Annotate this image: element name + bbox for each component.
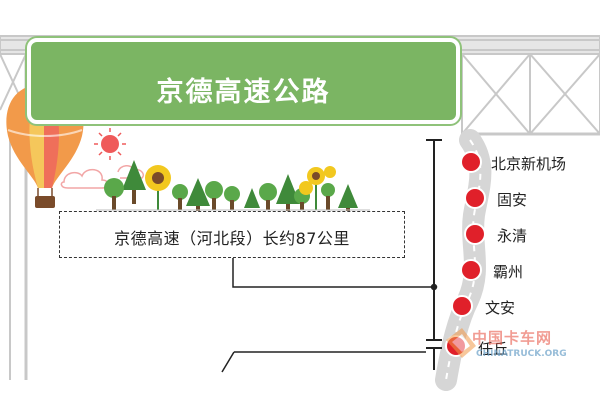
- station-label-yongqing: 永清: [497, 227, 528, 245]
- section-length-label: 京德高速（河北段）长约87公里: [114, 229, 350, 248]
- station-label-bazhou: 霸州: [493, 263, 524, 281]
- trees-decoration: [104, 160, 358, 212]
- highway-sign: 京德高速公路: [27, 38, 460, 124]
- station-dot-yongqing: [464, 223, 486, 245]
- watermark-text: 中国卡车网: [472, 329, 553, 347]
- station-dot-guan: [464, 187, 486, 209]
- leader-lines: [221, 258, 438, 373]
- watermark-logo-icon: [446, 328, 476, 358]
- station-dot-bazhou: [460, 259, 482, 281]
- station-dot-wenan: [451, 295, 473, 317]
- station-label-beijing-new-airport: 北京新机场: [491, 155, 567, 173]
- highway-road-centerline: [445, 139, 482, 381]
- dimension-line: [426, 139, 442, 370]
- sun-icon: [94, 128, 126, 160]
- sign-title: 京德高速公路: [156, 77, 331, 108]
- sunflower-icon: [145, 165, 336, 210]
- section-label-box: 京德高速（河北段）长约87公里: [59, 211, 405, 258]
- station-dot-beijing-new-airport: [460, 151, 482, 173]
- station-label-wenan: 文安: [485, 299, 516, 317]
- station-label-renqiu: 任丘: [478, 340, 509, 358]
- watermark-url: CHINATRUCK.ORG: [476, 349, 567, 359]
- station-label-guan: 固安: [497, 191, 528, 209]
